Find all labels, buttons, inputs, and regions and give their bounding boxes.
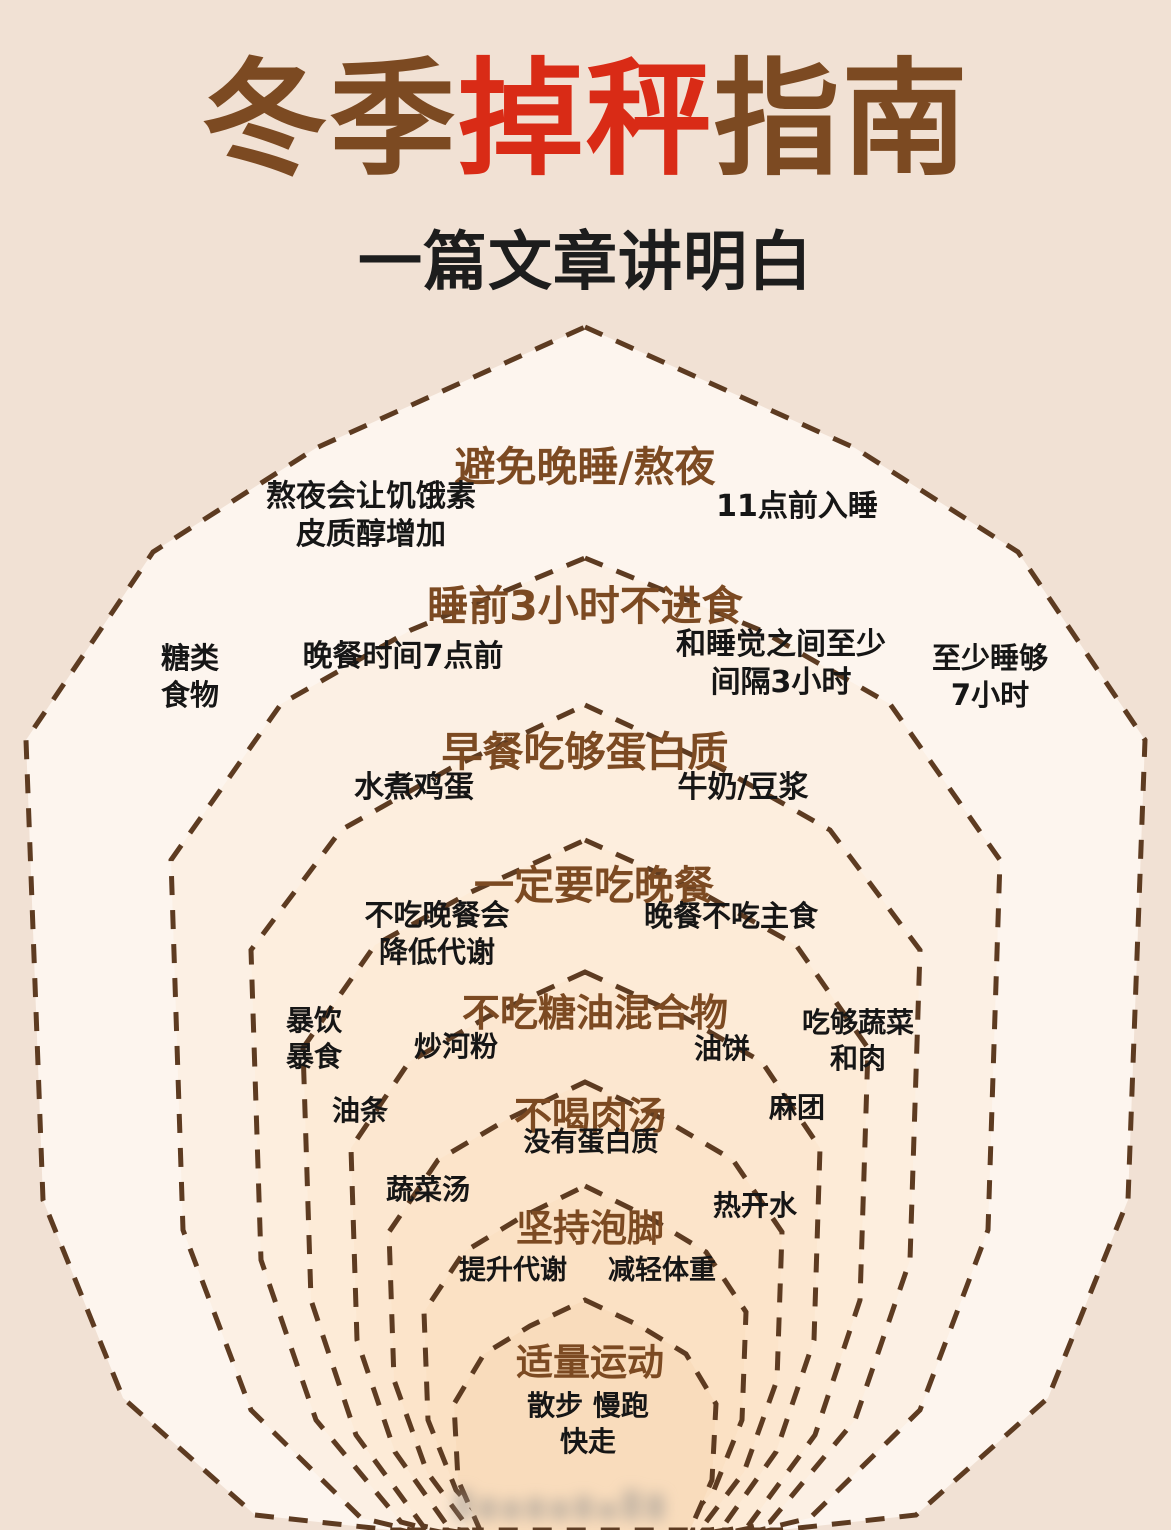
side-label-veg-and-meat: 吃够蔬菜 和肉 xyxy=(801,1006,915,1075)
side-label-sleep-7-hours: 至少睡够 7小时 xyxy=(931,641,1049,713)
layer-5-sub-right: 油饼 xyxy=(693,1032,751,1065)
layer-1-heading: 避免晚睡/熬夜 xyxy=(454,443,716,491)
layer-4-sub-left: 不吃晚餐会 降低代谢 xyxy=(364,898,510,970)
nested-pyramid-diagram xyxy=(23,324,1148,1530)
layer-7-sub-left: 提升代谢 xyxy=(459,1255,567,1286)
layer-5-heading: 不吃糖油混合物 xyxy=(461,991,729,1035)
layer-5-sub-left: 炒河粉 xyxy=(413,1030,499,1063)
side-label-binge-eating: 暴饮 暴食 xyxy=(285,1004,343,1073)
layer-4-heading: 一定要吃晚餐 xyxy=(474,863,714,909)
layer-8-heading: 适量运动 xyxy=(516,1341,664,1384)
layer-3-sub-left: 水煮鸡蛋 xyxy=(354,770,474,805)
page-title: 冬季掉秤指南 xyxy=(0,55,1171,185)
layer-1-sub-left: 熬夜会让饥饿素 皮质醇增加 xyxy=(266,479,476,553)
layer-4-sub-right: 晚餐不吃主食 xyxy=(643,899,819,933)
pyramid-layer-8 xyxy=(451,1297,719,1530)
title-part-2: 掉秤 xyxy=(457,46,714,193)
title-part-1: 冬季 xyxy=(201,46,458,193)
layer-1-sub-right: 11点前入睡 xyxy=(716,489,878,524)
page-subtitle: 一篇文章讲明白 xyxy=(358,225,813,300)
layer-2-sub-right: 和睡觉之间至少 间隔3小时 xyxy=(676,627,886,701)
side-label-veg-soup: 蔬菜汤 xyxy=(385,1173,471,1206)
pyramid-layers xyxy=(23,324,1148,1530)
blurred-watermark xyxy=(455,1478,705,1520)
side-label-matuan: 麻团 xyxy=(768,1091,826,1124)
layer-7-sub-right: 减轻体重 xyxy=(608,1255,716,1286)
layer-6-sub-center: 没有蛋白质 xyxy=(523,1127,659,1158)
title-part-3: 指南 xyxy=(713,46,970,193)
layer-6-heading: 不喝肉汤 xyxy=(513,1094,667,1138)
layer-8-sub-center: 散步 慢跑 快走 xyxy=(527,1389,649,1458)
side-label-youtiao: 油条 xyxy=(331,1094,389,1127)
layer-2-heading: 睡前3小时不进食 xyxy=(427,582,743,630)
layer-3-sub-right: 牛奶/豆浆 xyxy=(677,770,809,805)
side-label-hot-water: 热开水 xyxy=(712,1189,798,1222)
title-block: 冬季掉秤指南 一篇文章讲明白 xyxy=(0,55,1171,303)
layer-3-heading: 早餐吃够蛋白质 xyxy=(441,728,729,776)
side-label-sugar-food: 糖类 食物 xyxy=(160,641,220,713)
layer-7-heading: 坚持泡脚 xyxy=(516,1207,664,1250)
layer-2-sub-left: 晚餐时间7点前 xyxy=(302,639,504,674)
